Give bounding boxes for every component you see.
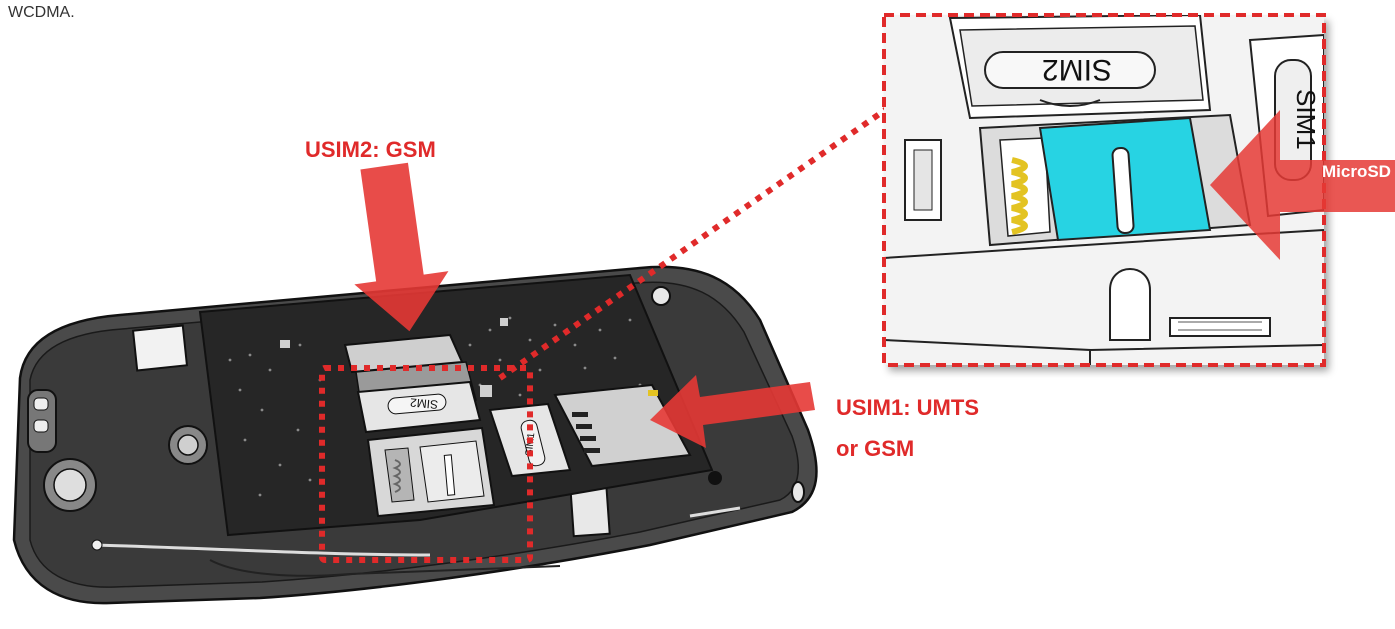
usim1-arrow (650, 375, 815, 448)
caption-text: WCDMA. (8, 4, 75, 21)
microsd-highlight (319, 365, 533, 563)
usim1-label-line2: or GSM (836, 436, 915, 461)
zoom-sim1-text: SIM1 (1291, 89, 1321, 150)
usim2-label: USIM2: GSM (305, 137, 436, 162)
microsd-spring (1011, 157, 1028, 235)
microsd-label: MicroSD (1322, 162, 1391, 181)
zoom-connector (498, 105, 890, 381)
sim2-slot: SIM2 (343, 333, 482, 434)
usim2-arrow (354, 162, 449, 332)
zoom-sim2-text: SIM2 (1042, 53, 1112, 86)
microsd-slot (366, 426, 496, 518)
microsd-arrow (1210, 110, 1395, 260)
usim1-label-line1: USIM1: UMTS (836, 395, 979, 420)
sim2-slot-text: SIM2 (409, 395, 438, 411)
